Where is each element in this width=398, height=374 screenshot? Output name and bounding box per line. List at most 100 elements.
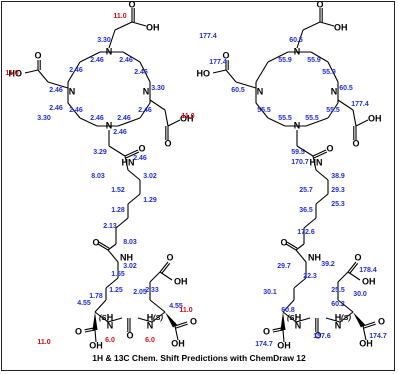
ring-bond <box>67 102 81 119</box>
carbonyl-bond <box>349 263 359 274</box>
oxygen-label: O <box>222 50 229 60</box>
h1-shift-label: 1.28 <box>111 207 125 214</box>
ring-bond <box>305 117 329 127</box>
urea-h-label: H <box>295 312 302 322</box>
acid-bond <box>174 325 179 341</box>
acid-bond <box>167 119 181 127</box>
c13-shift-label: 172.6 <box>297 229 315 236</box>
arm-bond <box>337 99 354 111</box>
chain-bond <box>127 169 141 181</box>
stereo-label: (S) <box>341 313 352 322</box>
c13-shift-label: 178.4 <box>359 267 377 274</box>
figure-caption: 1H & 13C Chem. Shift Predictions with Ch… <box>92 353 306 363</box>
c13-shift-label: 174.7 <box>369 333 387 340</box>
c13-shift-label: 60.5 <box>289 37 303 44</box>
h1-shift-label: 4.55 <box>77 300 91 307</box>
acid-bond <box>24 69 39 74</box>
oxygen-label: O <box>326 143 333 153</box>
amide-bond <box>107 249 119 263</box>
chain-bond <box>149 271 161 283</box>
hydroxyl-label: OH <box>174 276 188 286</box>
hydroxyl-label: OH <box>359 338 373 348</box>
stereo-wedge <box>165 312 178 328</box>
oxygen-label: O <box>190 316 197 326</box>
amide-nh-label: NH <box>120 252 133 262</box>
oxygen-label: O <box>280 237 287 247</box>
nitrogen-label: N <box>106 120 113 130</box>
chain-bond <box>282 299 295 313</box>
urea-h-label: H <box>107 312 114 322</box>
carbonyl-bond <box>363 323 376 329</box>
c13-shift-label: 157.6 <box>313 333 331 340</box>
h1-shift-label: 2.46 <box>69 67 83 74</box>
stereo-label: (S) <box>287 313 298 322</box>
urea-bond <box>339 311 354 323</box>
carbonyl-bond <box>272 329 284 333</box>
c13-shift-label: 177.4 <box>199 33 217 40</box>
figure-border <box>1 1 395 371</box>
h1-shift-label: 4.55 <box>169 303 183 310</box>
hydroxyl-label: OH <box>334 22 348 32</box>
h1-shift-label: 1.29 <box>143 197 157 204</box>
hydroxyl-label: OH <box>180 113 194 123</box>
arm-bond <box>302 21 321 31</box>
h1-shift-label: 3.30 <box>151 85 165 92</box>
urea-oxygen-label: O <box>126 330 133 340</box>
oh-shift-label: 11.0 <box>181 113 194 120</box>
h1-shift-label: 2.46 <box>117 115 131 122</box>
c13-shift-label: 59.5 <box>291 149 305 156</box>
carbonyl-bond <box>174 321 188 327</box>
chain-bond <box>149 299 166 313</box>
c13-shift-label: 177.4 <box>351 101 369 108</box>
urea-bond <box>151 311 166 323</box>
oxygen-label: O <box>166 252 173 262</box>
urea-oxygen-label: O <box>314 330 321 340</box>
amide-bond <box>312 155 317 171</box>
c13-shift-label: 29.3 <box>331 187 345 194</box>
h1-shift-label: 3.02 <box>123 263 137 270</box>
carbonyl-bond <box>175 323 188 329</box>
nitrogen-label: N <box>143 86 150 96</box>
amide-bond <box>295 249 307 263</box>
arm-bond <box>164 109 169 127</box>
amide-nh-label: HN <box>310 157 323 167</box>
c13-shift-label: 29.7 <box>277 263 291 270</box>
carbonyl-bond <box>286 241 298 249</box>
h1-shift-label: 1.55 <box>111 271 125 278</box>
carbonyl-bond <box>84 329 96 333</box>
h1-shift-label: 1.78 <box>89 293 103 300</box>
h1-shift-label: 1.52 <box>111 187 125 194</box>
c13-shift-label: 55.9 <box>322 69 336 76</box>
stereo-wedge <box>280 312 286 330</box>
stereo-wedge <box>92 312 98 330</box>
carbonyl-bond <box>313 151 328 159</box>
acid-bond <box>282 329 285 343</box>
c13-shift-label: 55.5 <box>278 115 292 122</box>
c13-shift-label: 60.5 <box>231 87 245 94</box>
carbonyl-bond <box>285 243 297 251</box>
c13-shift-label: 177.4 <box>209 59 227 66</box>
c13-shift-label: 55.5 <box>305 115 319 122</box>
hydroxyl-label: HO <box>197 68 211 78</box>
ring-bond <box>122 51 141 63</box>
oh-shift-label: 11.0 <box>179 307 192 314</box>
acid-bond <box>319 21 335 27</box>
h1-shift-label: 2.46 <box>90 115 104 122</box>
oh-shift-label: 11.0 <box>113 13 126 20</box>
oh-shift-label: 11.0 <box>37 339 50 346</box>
h1-shift-label: 2.33 <box>145 287 159 294</box>
carbonyl-bond <box>159 261 169 273</box>
hydroxyl-label: OH <box>89 340 103 350</box>
c13-shift-label: 60.5 <box>339 85 353 92</box>
amide-nh-label: NH <box>308 252 321 262</box>
c13-shift-label: 25.7 <box>299 187 313 194</box>
carbonyl-bond <box>84 327 95 331</box>
oh-shift-label: 11.0 <box>5 70 18 77</box>
hydroxyl-label: OH <box>171 338 185 348</box>
arm-bond <box>225 69 237 83</box>
ring-bond <box>255 102 269 119</box>
oxygen-label: O <box>128 0 135 9</box>
urea-h-label: H <box>335 312 342 322</box>
ring-bond <box>255 61 269 83</box>
h1-shift-label: 2.46 <box>90 57 104 64</box>
